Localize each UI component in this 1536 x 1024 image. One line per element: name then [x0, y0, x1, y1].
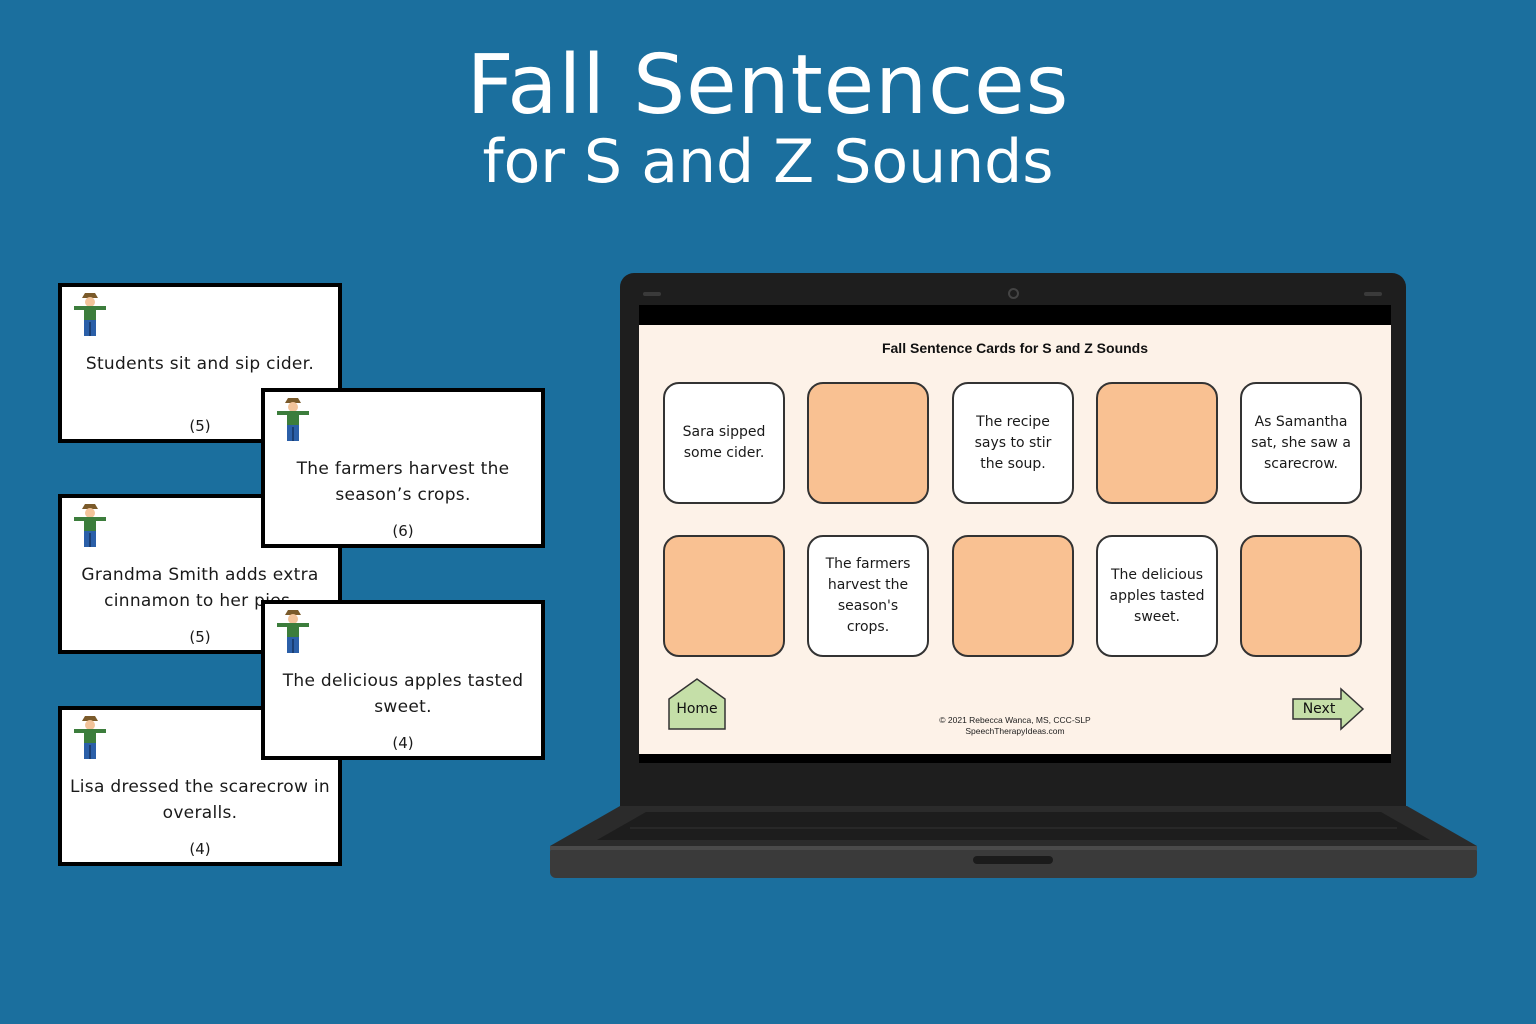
lid-vent — [1364, 292, 1382, 296]
card-count: (6) — [392, 522, 414, 540]
home-icon[interactable] — [667, 677, 727, 731]
card-sentence: Lisa dressed the scarecrow in overalls. — [70, 777, 330, 823]
next-button[interactable]: Next — [1302, 701, 1336, 717]
sentence-tile[interactable]: The recipe says to stir the soup. — [952, 382, 1074, 504]
card-count: (4) — [189, 840, 211, 858]
game-slide: Fall Sentence Cards for S and Z Sounds S… — [639, 325, 1391, 754]
card-sentence: Grandma Smith adds extra cinnamon to her… — [81, 565, 319, 611]
printable-card: The farmers harvest the season’s crops. … — [261, 388, 545, 548]
scarecrow-icon — [74, 504, 106, 547]
card-sentence: Students sit and sip cider. — [85, 354, 315, 374]
card-sentence: The farmers harvest the season’s crops. — [296, 459, 510, 505]
sentence-tile[interactable]: The delicious apples tasted sweet. — [1096, 535, 1218, 657]
card-count: (5) — [189, 417, 211, 435]
page-title: Fall Sentences — [466, 38, 1070, 133]
hidden-tile[interactable] — [807, 382, 929, 504]
laptop-keyboard-base — [550, 806, 1477, 878]
page-subtitle: for S and Z Sounds — [482, 127, 1054, 197]
hidden-tile[interactable] — [952, 535, 1074, 657]
card-count: (4) — [392, 734, 414, 752]
hidden-tile[interactable] — [663, 535, 785, 657]
hidden-tile[interactable] — [1240, 535, 1362, 657]
scarecrow-icon — [277, 398, 309, 441]
next-arrow-icon[interactable] — [1291, 687, 1365, 731]
scarecrow-icon — [277, 610, 309, 653]
copyright: © 2021 Rebecca Wanca, MS, CCC-SLP Speech… — [639, 715, 1391, 737]
printable-card: Students sit and sip cider. (5) — [58, 283, 342, 443]
scarecrow-icon — [74, 716, 106, 759]
lid-vent — [643, 292, 661, 296]
webcam-icon — [1008, 288, 1019, 299]
sentence-tile[interactable]: As Samantha sat, she saw a scarecrow. — [1240, 382, 1362, 504]
printable-card: The delicious apples tasted sweet. (4) — [261, 600, 545, 760]
home-button[interactable]: Home — [676, 701, 718, 717]
sentence-tile[interactable]: Sara sipped some cider. — [663, 382, 785, 504]
hidden-tile[interactable] — [1096, 382, 1218, 504]
website-line: SpeechTherapyIdeas.com — [965, 726, 1065, 736]
card-sentence: The delicious apples tasted sweet. — [282, 671, 524, 717]
sentence-tile[interactable]: The farmers harvest the season's crops. — [807, 535, 929, 657]
card-count: (5) — [189, 628, 211, 646]
scarecrow-icon — [74, 293, 106, 336]
copyright-line: © 2021 Rebecca Wanca, MS, CCC-SLP — [939, 715, 1091, 725]
slide-title: Fall Sentence Cards for S and Z Sounds — [881, 340, 1149, 356]
